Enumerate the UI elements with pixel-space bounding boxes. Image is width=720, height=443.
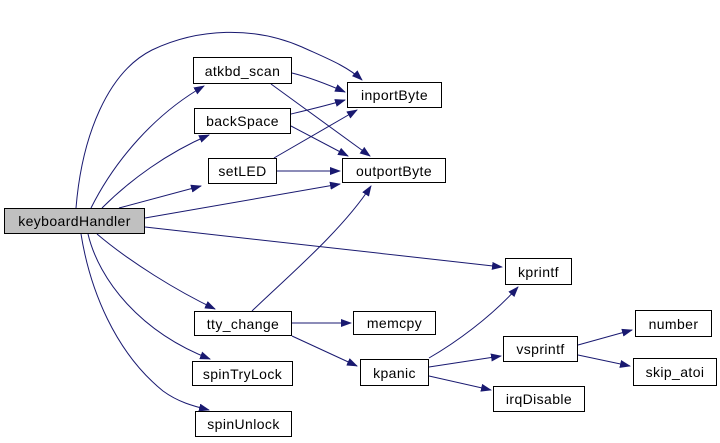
node-label: spinUnlock — [207, 416, 280, 432]
node-label: number — [648, 315, 699, 332]
node-number[interactable]: number — [635, 310, 712, 337]
edge-keyboardHandler-to-kprintf — [144, 226, 503, 270]
node-label: skip_atoi — [645, 364, 705, 380]
edge-setLED-to-inportByte — [273, 109, 358, 159]
node-label: atkbd_scan — [204, 62, 281, 79]
node-label: kpanic — [373, 364, 416, 381]
node-label: backSpace — [206, 113, 279, 129]
edge-kpanic-to-kprintf — [428, 286, 519, 359]
edge-kpanic-to-irqDisable — [428, 375, 492, 392]
node-label: outportByte — [356, 162, 432, 179]
node-outportByte[interactable]: outportByte — [342, 158, 446, 183]
node-skip_atoi[interactable]: skip_atoi — [633, 358, 717, 386]
node-label: irqDisable — [505, 391, 573, 407]
node-spinTryLock[interactable]: spinTryLock — [192, 361, 293, 386]
edge-keyboardHandler-to-setLED — [118, 184, 202, 209]
node-kpanic[interactable]: kpanic — [360, 359, 429, 386]
node-label: memcpy — [366, 315, 423, 331]
edge-keyboardHandler-to-spinUnlock — [80, 233, 210, 412]
edge-keyboardHandler-to-outportByte — [144, 181, 341, 219]
edge-backSpace-to-inportByte — [290, 99, 346, 115]
node-label: setLED — [218, 163, 267, 179]
node-inportByte[interactable]: inportByte — [347, 82, 442, 108]
node-tty_change[interactable]: tty_change — [194, 311, 292, 336]
node-irqDisable[interactable]: irqDisable — [493, 386, 585, 412]
node-vsprintf[interactable]: vsprintf — [503, 336, 578, 362]
edge-keyboardHandler-to-backSpace — [101, 134, 210, 209]
edges-group — [75, 31, 633, 412]
node-backSpace[interactable]: backSpace — [194, 108, 291, 134]
node-label: kprintf — [518, 263, 559, 280]
node-label: tty_change — [206, 315, 280, 332]
node-spinUnlock[interactable]: spinUnlock — [195, 411, 292, 437]
edge-vsprintf-to-number — [577, 328, 633, 346]
edge-atkbd_scan-to-outportByte — [270, 83, 371, 157]
edge-keyboardHandler-to-inportByte — [75, 31, 363, 209]
node-keyboardHandler: keyboardHandler — [4, 208, 145, 234]
edge-tty_change-to-outportByte — [251, 185, 372, 312]
node-memcpy[interactable]: memcpy — [353, 311, 436, 335]
edge-keyboardHandler-to-tty_change — [96, 233, 216, 310]
edge-vsprintf-to-skip_atoi — [577, 354, 631, 368]
edge-tty_change-to-kpanic — [291, 335, 358, 367]
edge-atkbd_scan-to-inportByte — [291, 72, 346, 93]
edge-keyboardHandler-to-atkbd_scan — [90, 85, 205, 209]
node-setLED[interactable]: setLED — [208, 158, 277, 184]
edge-kpanic-to-vsprintf — [428, 353, 502, 368]
node-atkbd_scan[interactable]: atkbd_scan — [193, 57, 292, 84]
node-label: vsprintf — [516, 341, 565, 357]
edge-keyboardHandler-to-spinTryLock — [87, 233, 211, 360]
node-label: keyboardHandler — [18, 213, 131, 229]
node-label: inportByte — [360, 87, 429, 103]
node-kprintf[interactable]: kprintf — [505, 258, 572, 285]
edge-backSpace-to-outportByte — [290, 125, 349, 157]
node-label: spinTryLock — [202, 365, 283, 382]
